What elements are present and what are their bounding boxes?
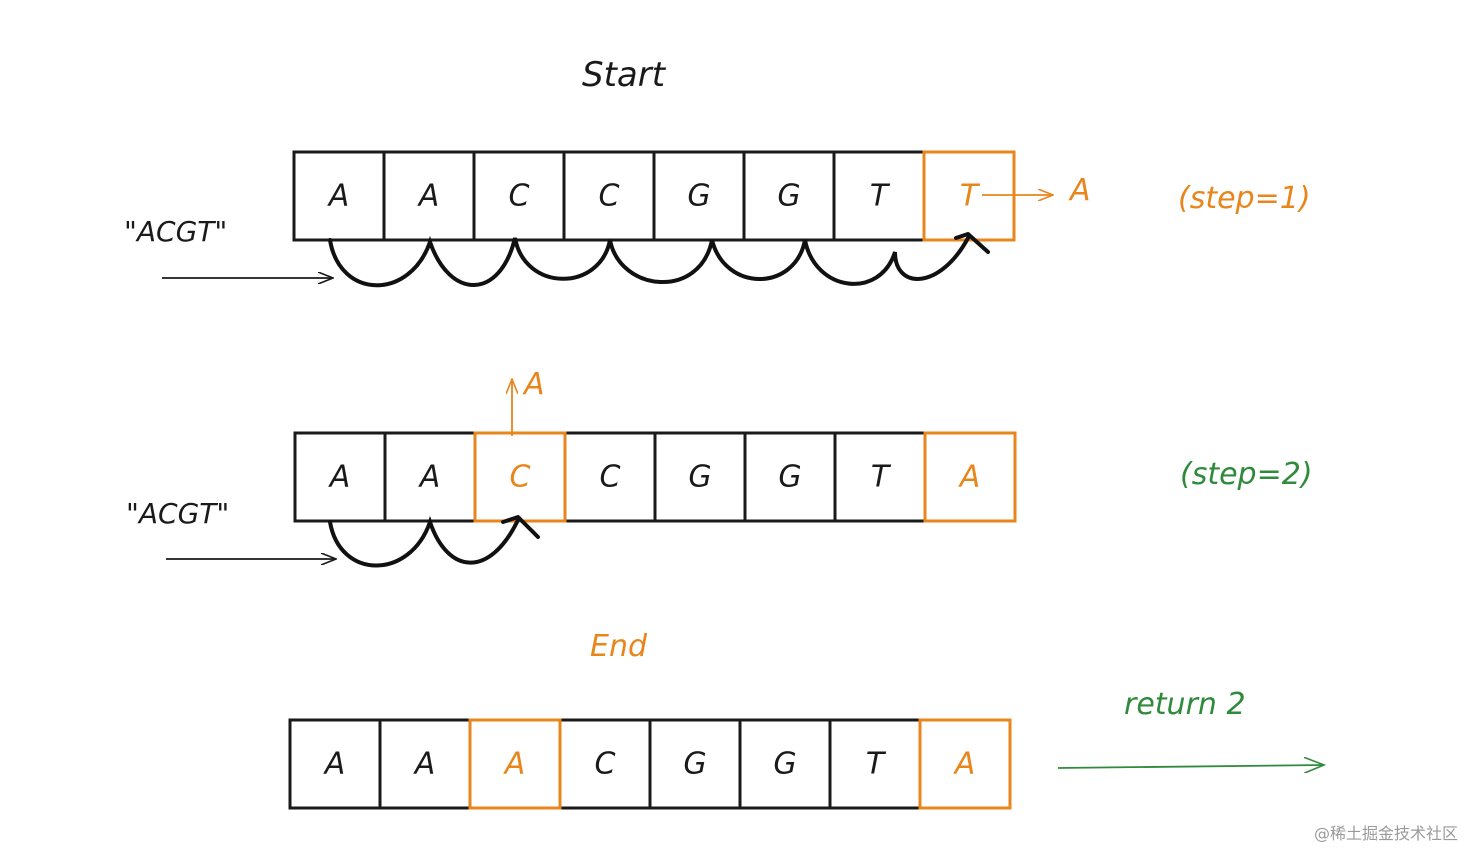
hop-arcs-row-1 [328, 235, 970, 288]
cell-letter: G [777, 179, 800, 214]
cell-letter: A [327, 179, 350, 214]
cell-letter: C [509, 179, 530, 214]
input-label-row-1: "ACGT" [124, 215, 228, 248]
cell-box [378, 718, 472, 810]
cell-letter: G [778, 460, 801, 495]
cell-letter: T [960, 179, 981, 214]
cell-letter: A [417, 179, 440, 214]
cell-letter: A [418, 460, 441, 495]
cell-box [742, 150, 836, 242]
replacement-label-row-2: A [524, 367, 545, 402]
cell-letter: A [323, 747, 346, 782]
cell-letter: A [503, 747, 526, 782]
highlighted-cell-box [468, 718, 562, 810]
cell-letter: A [958, 460, 981, 495]
result-arrow [1057, 765, 1324, 768]
return-label: return 2 [1124, 687, 1246, 722]
hop-arrowhead-row-2 [501, 515, 540, 539]
cell-letter: G [687, 179, 710, 214]
cell-letter: C [599, 179, 620, 214]
hop-arrowhead-row-1 [954, 232, 990, 254]
cell-box [652, 150, 746, 242]
input-label-row-2: "ACGT" [126, 497, 230, 530]
cell-letter: C [595, 747, 616, 782]
cell-box [468, 718, 562, 810]
cell-letter: A [328, 460, 351, 495]
cell-letter: T [866, 747, 887, 782]
cell-box [292, 150, 386, 242]
watermark: @稀土掘金技术社区 [1313, 824, 1458, 843]
step-label-1: (step=1) [1178, 181, 1311, 216]
cell-box [472, 150, 566, 242]
cell-box [653, 431, 747, 523]
highlighted-cell-box [918, 718, 1012, 810]
cell-letter: C [600, 460, 621, 495]
cell-box [473, 431, 567, 523]
cell-letter: A [413, 747, 436, 782]
cell-letter: G [688, 460, 711, 495]
cell-letter: G [683, 747, 706, 782]
replacement-label-row-1: A [1070, 173, 1091, 208]
end-title: End [590, 629, 648, 664]
highlighted-cell-box [923, 431, 1017, 523]
cell-letter: T [871, 460, 892, 495]
cell-box [293, 431, 387, 523]
cell-box [918, 718, 1012, 810]
step-label-2: (step=2) [1180, 457, 1313, 492]
cell-letter: C [510, 460, 531, 495]
start-title: Start [582, 55, 666, 95]
cell-box [648, 718, 742, 810]
cell-letter: T [870, 179, 891, 214]
hop-arcs-row-2 [328, 515, 520, 568]
cell-letter: A [953, 747, 976, 782]
cell-letter: G [773, 747, 796, 782]
cell-box [738, 718, 832, 810]
cell-box [832, 150, 926, 242]
